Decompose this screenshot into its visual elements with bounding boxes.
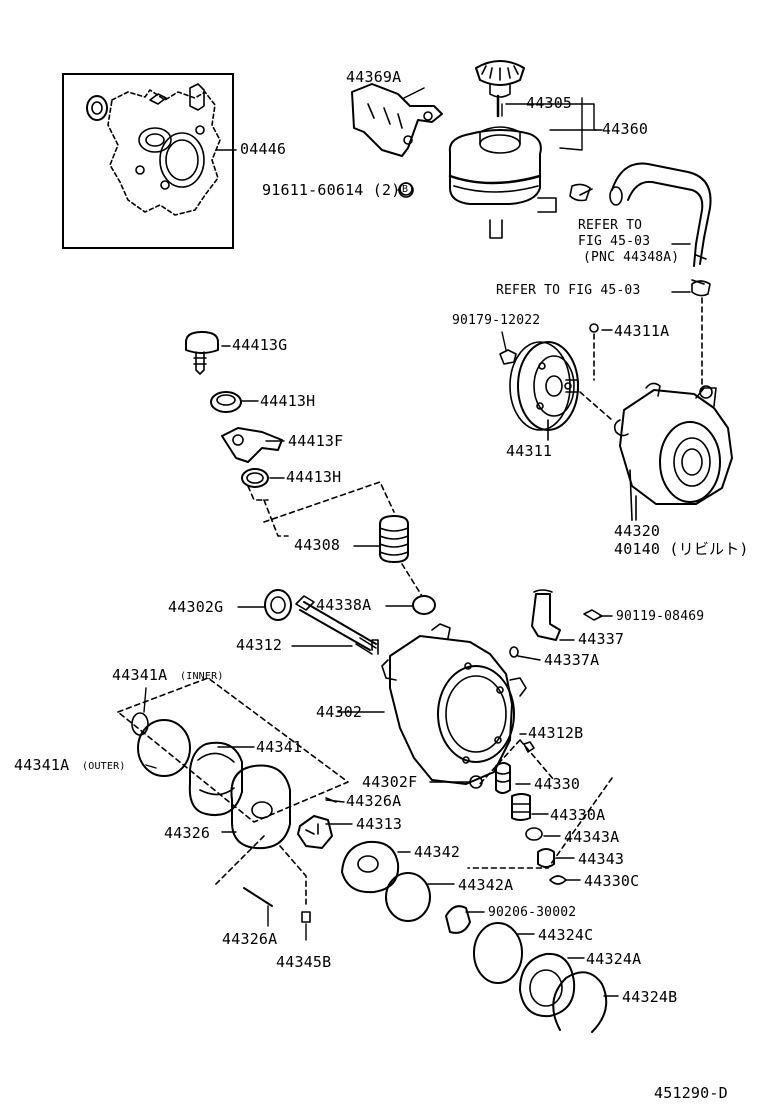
note-fig-45-03: FIG 45-03 (578, 234, 651, 249)
note-refer-to-fig: REFER TO FIG 45-03 (496, 283, 641, 298)
callout-letter-b: B (402, 184, 409, 195)
valve-cap-stack-drawing (185, 331, 436, 615)
label-44342A: 44342A (458, 876, 514, 894)
label-44320: 44320 (614, 522, 661, 540)
note-refer-to: REFER TO (578, 218, 643, 233)
label-44311A: 44311A (614, 322, 670, 340)
leader-lines (143, 87, 691, 997)
label-outer: (OUTER) (82, 761, 126, 772)
label-44330: 44330 (534, 775, 581, 793)
label-44324C: 44324C (538, 926, 594, 944)
label-44337A: 44337A (544, 651, 600, 669)
label-44324A: 44324A (586, 950, 642, 968)
label-44345B: 44345B (276, 953, 332, 971)
label-44311: 44311 (506, 442, 553, 460)
label-44308: 44308 (294, 536, 341, 554)
end-cover-drawing (445, 905, 608, 1033)
label-44337: 44337 (578, 630, 625, 648)
label-44302F: 44302F (362, 773, 418, 791)
reservoir-drawing (448, 60, 593, 239)
bracket-drawing (351, 83, 443, 196)
label-44413H-lower: 44413H (286, 468, 342, 486)
label-44326: 44326 (164, 824, 211, 842)
label-44326A-upper: 44326A (346, 792, 402, 810)
gasket-kit-drawing (86, 83, 237, 216)
label-44343: 44343 (578, 850, 625, 868)
label-44312: 44312 (236, 636, 283, 654)
label-44338A: 44338A (316, 596, 372, 614)
label-44324B: 44324B (622, 988, 678, 1006)
label-44312B: 44312B (528, 724, 584, 742)
hose-drawing (609, 162, 712, 297)
pump-assembly-drawing (613, 297, 733, 521)
label-40140: 40140 (リビルト) (614, 540, 749, 558)
label-44330A: 44330A (550, 806, 606, 824)
label-90206-30002: 90206-30002 (488, 905, 577, 920)
label-inner: (INNER) (180, 671, 224, 682)
pulley-drawing (499, 323, 613, 441)
label-44302: 44302 (316, 703, 363, 721)
label-44343A: 44343A (564, 828, 620, 846)
label-90179-12022: 90179-12022 (452, 313, 541, 328)
shaft-drawing (264, 589, 379, 655)
diagram-code: 451290-D (654, 1084, 728, 1102)
label-44342: 44342 (414, 843, 461, 861)
label-44369A: 44369A (346, 68, 402, 86)
label-44341A-outer: 44341A (14, 756, 70, 774)
label-44330C: 44330C (584, 872, 640, 890)
note-pnc-44348a: (PNC 44348A) (583, 250, 680, 265)
label-91611-60614: 91611-60614 (2) (262, 181, 401, 199)
label-44413H-upper: 44413H (260, 392, 316, 410)
label-44413G: 44413G (232, 336, 288, 354)
gasket-kit-inset-frame (62, 73, 234, 249)
label-44341A-inner: 44341A (112, 666, 168, 684)
label-44341: 44341 (256, 738, 303, 756)
label-44326A-lower: 44326A (222, 930, 278, 948)
label-90119-08469: 90119-08469 (616, 609, 705, 624)
label-44313: 44313 (356, 815, 403, 833)
callout-circle (398, 182, 414, 198)
label-04446: 04446 (240, 140, 287, 158)
label-44360: 44360 (602, 120, 649, 138)
label-44413F: 44413F (288, 432, 344, 450)
label-44302G: 44302G (168, 598, 224, 616)
pump-housing-drawing (381, 623, 527, 785)
label-44305: 44305 (526, 94, 573, 112)
cartridge-drawing (117, 677, 431, 923)
